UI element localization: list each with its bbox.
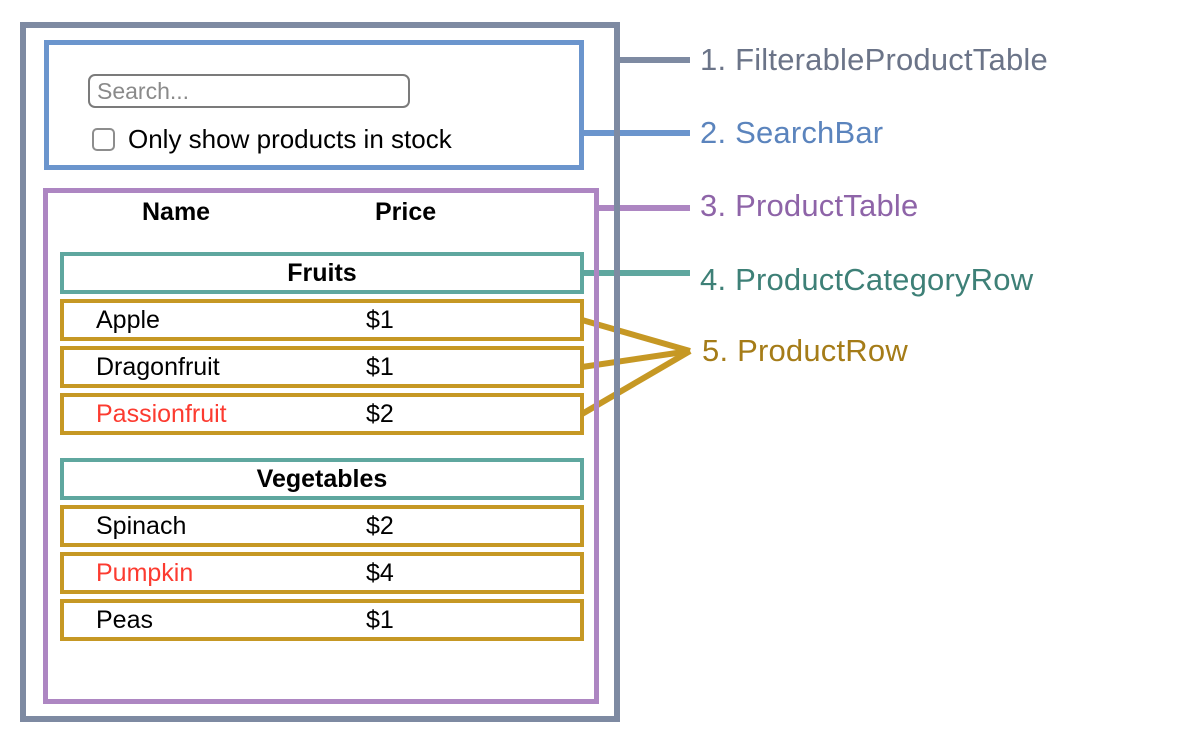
product-category-label: Fruits bbox=[287, 258, 357, 287]
product-price: $2 bbox=[366, 511, 394, 540]
product-table-header: Name Price bbox=[60, 198, 580, 240]
product-name: Pumpkin bbox=[96, 558, 194, 587]
product-category-label: Vegetables bbox=[256, 464, 388, 493]
filterable-product-table-frame bbox=[20, 22, 620, 722]
product-row: Dragonfruit $1 bbox=[60, 346, 584, 388]
search-bar-frame bbox=[44, 40, 584, 170]
product-name: Peas bbox=[96, 605, 153, 634]
legend-item-filterable-product-table: 1. FilterableProductTable bbox=[700, 42, 1048, 77]
product-name: Dragonfruit bbox=[96, 352, 220, 381]
product-price: $1 bbox=[366, 352, 394, 381]
stock-filter-checkbox[interactable] bbox=[92, 127, 115, 151]
legend-item-product-row: 5. ProductRow bbox=[702, 333, 908, 368]
stock-filter-row[interactable]: Only show products in stock bbox=[92, 126, 452, 152]
product-price: $1 bbox=[366, 605, 394, 634]
product-name: Spinach bbox=[96, 511, 187, 540]
search-input[interactable] bbox=[88, 74, 410, 108]
product-row: Pumpkin $4 bbox=[60, 552, 584, 594]
product-row: Passionfruit $2 bbox=[60, 393, 584, 435]
category-group-gap bbox=[60, 440, 584, 458]
legend-item-product-category-row: 4. ProductCategoryRow bbox=[700, 262, 1034, 297]
product-row: Peas $1 bbox=[60, 599, 584, 641]
product-price: $4 bbox=[366, 558, 394, 587]
column-header-price: Price bbox=[375, 198, 437, 226]
product-name: Passionfruit bbox=[96, 399, 227, 428]
product-category-row: Fruits bbox=[60, 252, 584, 294]
product-category-row: Vegetables bbox=[60, 458, 584, 500]
legend-item-search-bar: 2. SearchBar bbox=[700, 115, 884, 150]
product-table-frame bbox=[43, 188, 599, 704]
product-row: Apple $1 bbox=[60, 299, 584, 341]
product-price: $2 bbox=[366, 399, 394, 428]
product-name: Apple bbox=[96, 305, 160, 334]
column-header-name: Name bbox=[142, 198, 211, 226]
stock-filter-label: Only show products in stock bbox=[128, 124, 452, 154]
product-price: $1 bbox=[366, 305, 394, 334]
product-row: Spinach $2 bbox=[60, 505, 584, 547]
legend-item-product-table: 3. ProductTable bbox=[700, 188, 919, 223]
